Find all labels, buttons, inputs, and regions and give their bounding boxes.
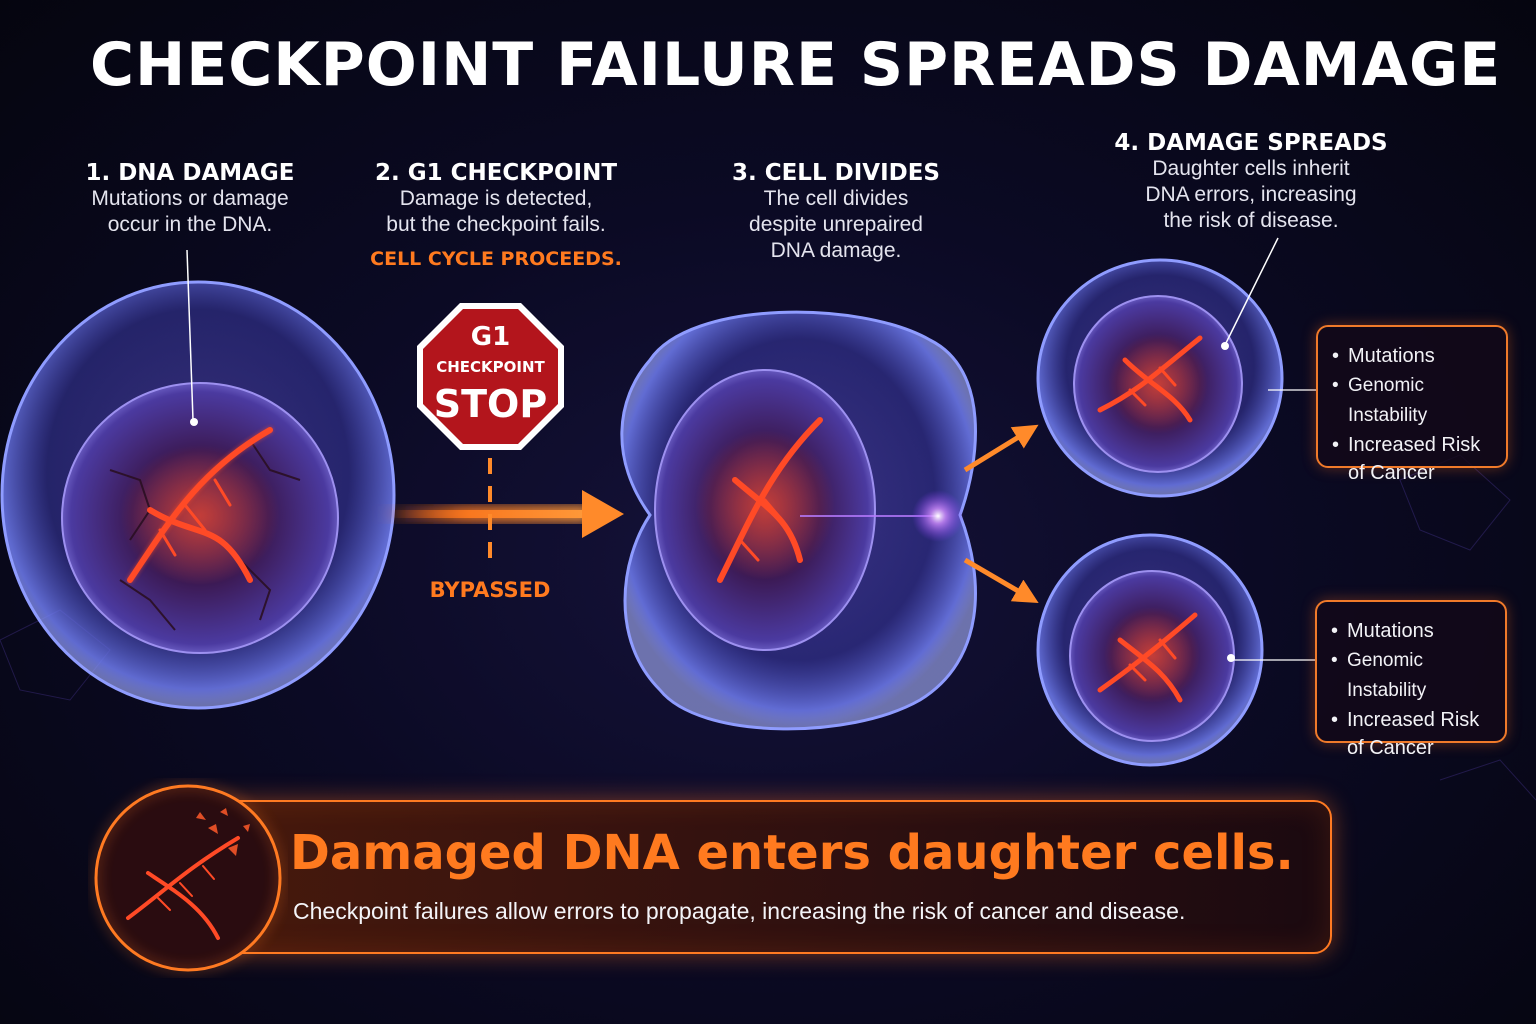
step-2: 2. G1 CHECKPOINT Damage is detected, but… bbox=[346, 160, 646, 270]
step-1: 1. DNA DAMAGE Mutations or damage occur … bbox=[40, 160, 340, 238]
stop-sign-line-3: STOP bbox=[433, 382, 548, 426]
cell-damaged bbox=[0, 280, 396, 710]
summary-banner bbox=[150, 800, 1332, 954]
bypass-arrow bbox=[380, 490, 624, 538]
arrow-right-icon bbox=[963, 424, 1039, 604]
dna-helix-icon bbox=[127, 427, 273, 583]
step-2-heading: 2. G1 CHECKPOINT bbox=[374, 160, 618, 186]
dna-helix-icon bbox=[92, 782, 284, 974]
cell-dividing bbox=[620, 310, 977, 731]
effect-item: Genomic Instability bbox=[1331, 646, 1495, 706]
step-1-line-2: occur in the DNA. bbox=[107, 213, 273, 236]
stop-sign-line-2: CHECKPOINT bbox=[436, 358, 545, 376]
daughter-cell-top bbox=[1036, 258, 1284, 498]
step-3-heading: 3. CELL DIVIDES bbox=[731, 160, 941, 186]
step-1-line-1: Mutations or damage bbox=[91, 187, 289, 210]
banner-heading: Damaged DNA enters daughter cells. bbox=[290, 825, 1294, 881]
step-4: 4. DAMAGE SPREADS Daughter cells inherit… bbox=[1096, 130, 1406, 234]
step-3: 3. CELL DIVIDES The cell divides despite… bbox=[686, 160, 986, 264]
dna-helix-icon bbox=[717, 417, 823, 583]
step-2-line-1: Damage is detected, bbox=[399, 187, 593, 210]
dna-helix-icon bbox=[1097, 335, 1203, 423]
page-title: CHECKPOINT FAILURE SPREADS DAMAGE bbox=[90, 30, 1502, 100]
step-4-line-1: Daughter cells inherit bbox=[1152, 157, 1350, 180]
effect-item: Mutations bbox=[1332, 341, 1496, 371]
step-4-heading: 4. DAMAGE SPREADS bbox=[1114, 130, 1388, 156]
step-3-line-1: The cell divides bbox=[763, 187, 909, 210]
effect-item: Increased Risk of Cancer bbox=[1332, 431, 1496, 487]
pointer-line bbox=[186, 249, 194, 421]
effects-box-bottom: Mutations Genomic Instability Increased … bbox=[1315, 600, 1507, 759]
daughter-cell-bottom bbox=[1036, 533, 1264, 767]
effect-item: Mutations bbox=[1331, 616, 1495, 646]
bypassed-label: BYPASSED bbox=[429, 578, 551, 602]
step-4-line-3: the risk of disease. bbox=[1163, 209, 1339, 232]
effect-item: Genomic Instability bbox=[1332, 371, 1496, 431]
cell-cycle-proceeds-label: CELL CYCLE PROCEEDS. bbox=[370, 248, 622, 270]
step-3-line-3: DNA damage. bbox=[770, 239, 902, 262]
effects-box-top: Mutations Genomic Instability Increased … bbox=[1316, 325, 1508, 484]
step-1-heading: 1. DNA DAMAGE bbox=[85, 160, 295, 186]
step-3-line-2: despite unrepaired bbox=[749, 213, 923, 236]
stop-sign-line-1: G1 bbox=[470, 322, 511, 352]
step-4-line-2: DNA errors, increasing bbox=[1145, 183, 1357, 206]
dna-helix-icon bbox=[1097, 612, 1198, 703]
banner-text: Checkpoint failures allow errors to prop… bbox=[293, 898, 1186, 924]
stop-sign-icon bbox=[417, 303, 564, 450]
pointer-line bbox=[1224, 237, 1279, 346]
effect-item: Increased Risk of Cancer bbox=[1331, 706, 1495, 762]
step-2-line-2: but the checkpoint fails. bbox=[386, 213, 606, 236]
